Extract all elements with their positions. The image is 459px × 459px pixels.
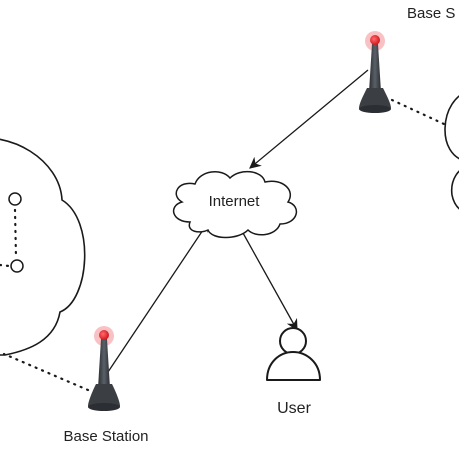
arrow-right-station-to-internet <box>249 69 369 169</box>
dotted-link-right-station <box>390 98 446 126</box>
base-station-right-label: Base S <box>407 5 455 22</box>
user-body-icon <box>266 351 321 381</box>
base-station-left-label: Base Station <box>63 428 148 445</box>
user-head-icon <box>279 327 307 355</box>
base-station-right: Base S <box>359 5 455 113</box>
left-cluster-cloud <box>0 138 86 356</box>
right-cluster-cloud-top <box>444 95 459 160</box>
antenna-pole <box>369 44 381 92</box>
antenna-base-rim <box>359 105 391 113</box>
antenna-base-rim <box>88 403 120 411</box>
arrow-internet-to-user <box>242 232 298 332</box>
dotted-link-left-station <box>2 352 90 392</box>
internet-label: Internet <box>209 193 261 210</box>
left-cluster-link-1 <box>13 208 18 260</box>
left-cluster-node-1 <box>8 192 22 206</box>
base-station-left: Base Station <box>63 326 149 445</box>
left-cluster-link-2 <box>0 263 11 268</box>
antenna-base <box>88 384 120 410</box>
user-node: User <box>266 327 321 417</box>
user-label: User <box>277 400 311 417</box>
right-cluster-cloud-bottom <box>450 170 459 210</box>
antenna-tip-icon <box>99 330 109 340</box>
antenna-tip-icon <box>370 35 380 45</box>
internet-cloud-icon <box>172 170 298 239</box>
arrow-left-station-to-internet <box>107 220 210 373</box>
internet-node: Internet <box>172 170 298 239</box>
antenna-pole <box>98 339 110 388</box>
left-cluster-node-2 <box>10 259 24 273</box>
